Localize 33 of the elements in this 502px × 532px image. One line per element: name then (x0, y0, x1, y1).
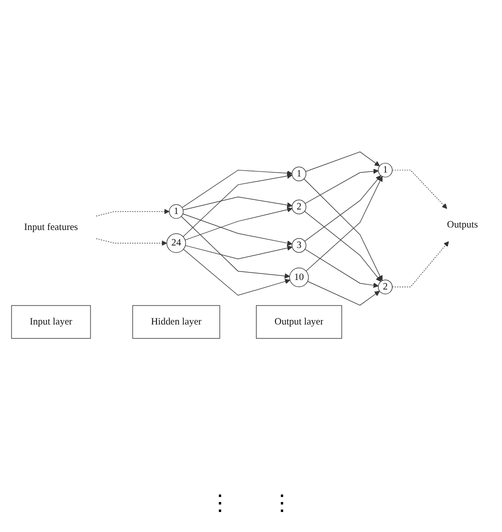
node-circle: 1 (378, 162, 393, 178)
node-circle: 1 (292, 166, 306, 182)
node-circle: 1 (168, 204, 184, 219)
node-circle: 2 (292, 200, 306, 214)
arrow (304, 168, 379, 204)
node-circle: 10 (289, 268, 309, 287)
node-box: Output layer (256, 305, 342, 339)
arrow (182, 196, 292, 210)
arrow (307, 280, 380, 306)
node-circle: 3 (292, 238, 306, 253)
arrow (182, 170, 292, 208)
arrow (184, 206, 292, 240)
arrow (96, 238, 168, 246)
ellipsis-mark: ⋮ (209, 490, 231, 516)
node-text: Input features (24, 222, 78, 232)
ellipsis-mark: ⋮ (271, 490, 293, 516)
arrow (182, 173, 292, 237)
arrow (305, 151, 380, 172)
arrow (392, 241, 449, 288)
node-box: Input layer (11, 305, 91, 339)
arrow (304, 248, 379, 288)
arrow (185, 245, 292, 260)
node-box: Hidden layer (132, 305, 220, 339)
arrow (304, 175, 382, 242)
arrow (183, 248, 290, 296)
arrow (182, 213, 292, 246)
node-text: Outputs (447, 219, 478, 230)
arrow (392, 170, 448, 209)
arrow (180, 216, 290, 278)
arrow (96, 208, 170, 216)
node-circle: 24 (166, 233, 186, 253)
arrow (304, 210, 382, 282)
node-circle: 2 (378, 280, 393, 294)
